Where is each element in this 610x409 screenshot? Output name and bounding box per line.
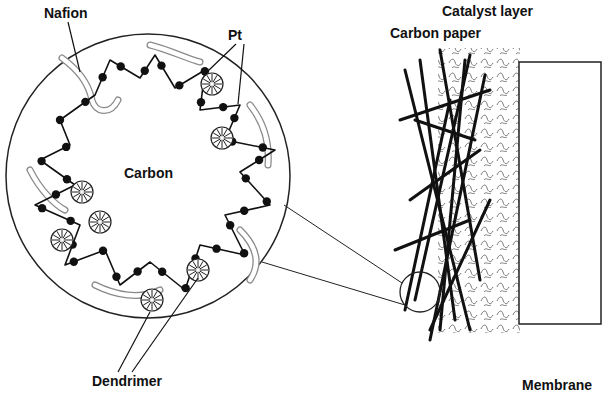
fiber <box>395 220 470 250</box>
pt-particle <box>133 267 141 275</box>
pt-particle <box>38 204 46 212</box>
pt-particle <box>99 247 107 255</box>
nafion-label: Nafion <box>42 6 90 21</box>
magnified-view <box>6 34 290 318</box>
zoom-circle <box>400 272 440 312</box>
pt-particle <box>226 221 234 229</box>
pt-particle <box>158 268 166 276</box>
pt-particle <box>157 61 165 69</box>
dendrimer <box>201 73 223 95</box>
pt-particle <box>263 197 271 205</box>
pt-particle <box>81 98 89 106</box>
fiber <box>415 120 475 140</box>
pt-particle <box>70 257 78 265</box>
pt-particle <box>141 67 149 75</box>
pt-particle <box>219 103 227 111</box>
pt-particle <box>117 62 125 70</box>
fiber <box>405 100 450 310</box>
carbon-paper-fibers <box>395 50 490 340</box>
pt-particle <box>197 98 205 106</box>
membrane <box>519 62 601 324</box>
dendrimer <box>187 259 209 281</box>
dendrimer <box>89 211 111 233</box>
pt-particle <box>37 157 45 165</box>
pt-particle <box>259 143 267 151</box>
membrane-label: Membrane <box>520 378 594 393</box>
pt-particle <box>255 156 263 164</box>
pt-particles <box>37 61 271 292</box>
fiber <box>440 60 465 330</box>
pt-particle <box>175 81 183 89</box>
pt-particle <box>212 244 220 252</box>
pt-particle <box>240 249 248 257</box>
pt-particle <box>63 175 71 183</box>
pt-particle <box>112 273 120 281</box>
pt-particle <box>98 73 106 81</box>
leader-lines <box>68 22 244 372</box>
fiber <box>430 200 490 330</box>
dendrimer <box>71 181 93 203</box>
carbon-paper-label: Carbon paper <box>388 26 483 41</box>
dendrimer <box>141 289 163 311</box>
dendrimer <box>51 229 73 251</box>
pt-particle <box>230 114 238 122</box>
dendrimers <box>51 73 233 311</box>
nafion-strands <box>30 45 268 295</box>
pt-particle <box>240 207 248 215</box>
fiber <box>410 150 480 200</box>
pt-particle <box>242 174 250 182</box>
dendrimer-label: Dendrimer <box>90 374 164 389</box>
pt-label: Pt <box>226 28 244 43</box>
fiber <box>400 90 490 120</box>
pt-particle <box>66 217 74 225</box>
catalyst-layer-label: Catalyst layer <box>440 4 535 19</box>
zoom-lines <box>262 205 405 305</box>
pt-particle <box>56 116 64 124</box>
pt-particle <box>52 190 60 198</box>
dendrimer <box>211 127 233 149</box>
carbon-label: Carbon <box>122 166 175 181</box>
pt-particle <box>62 143 70 151</box>
